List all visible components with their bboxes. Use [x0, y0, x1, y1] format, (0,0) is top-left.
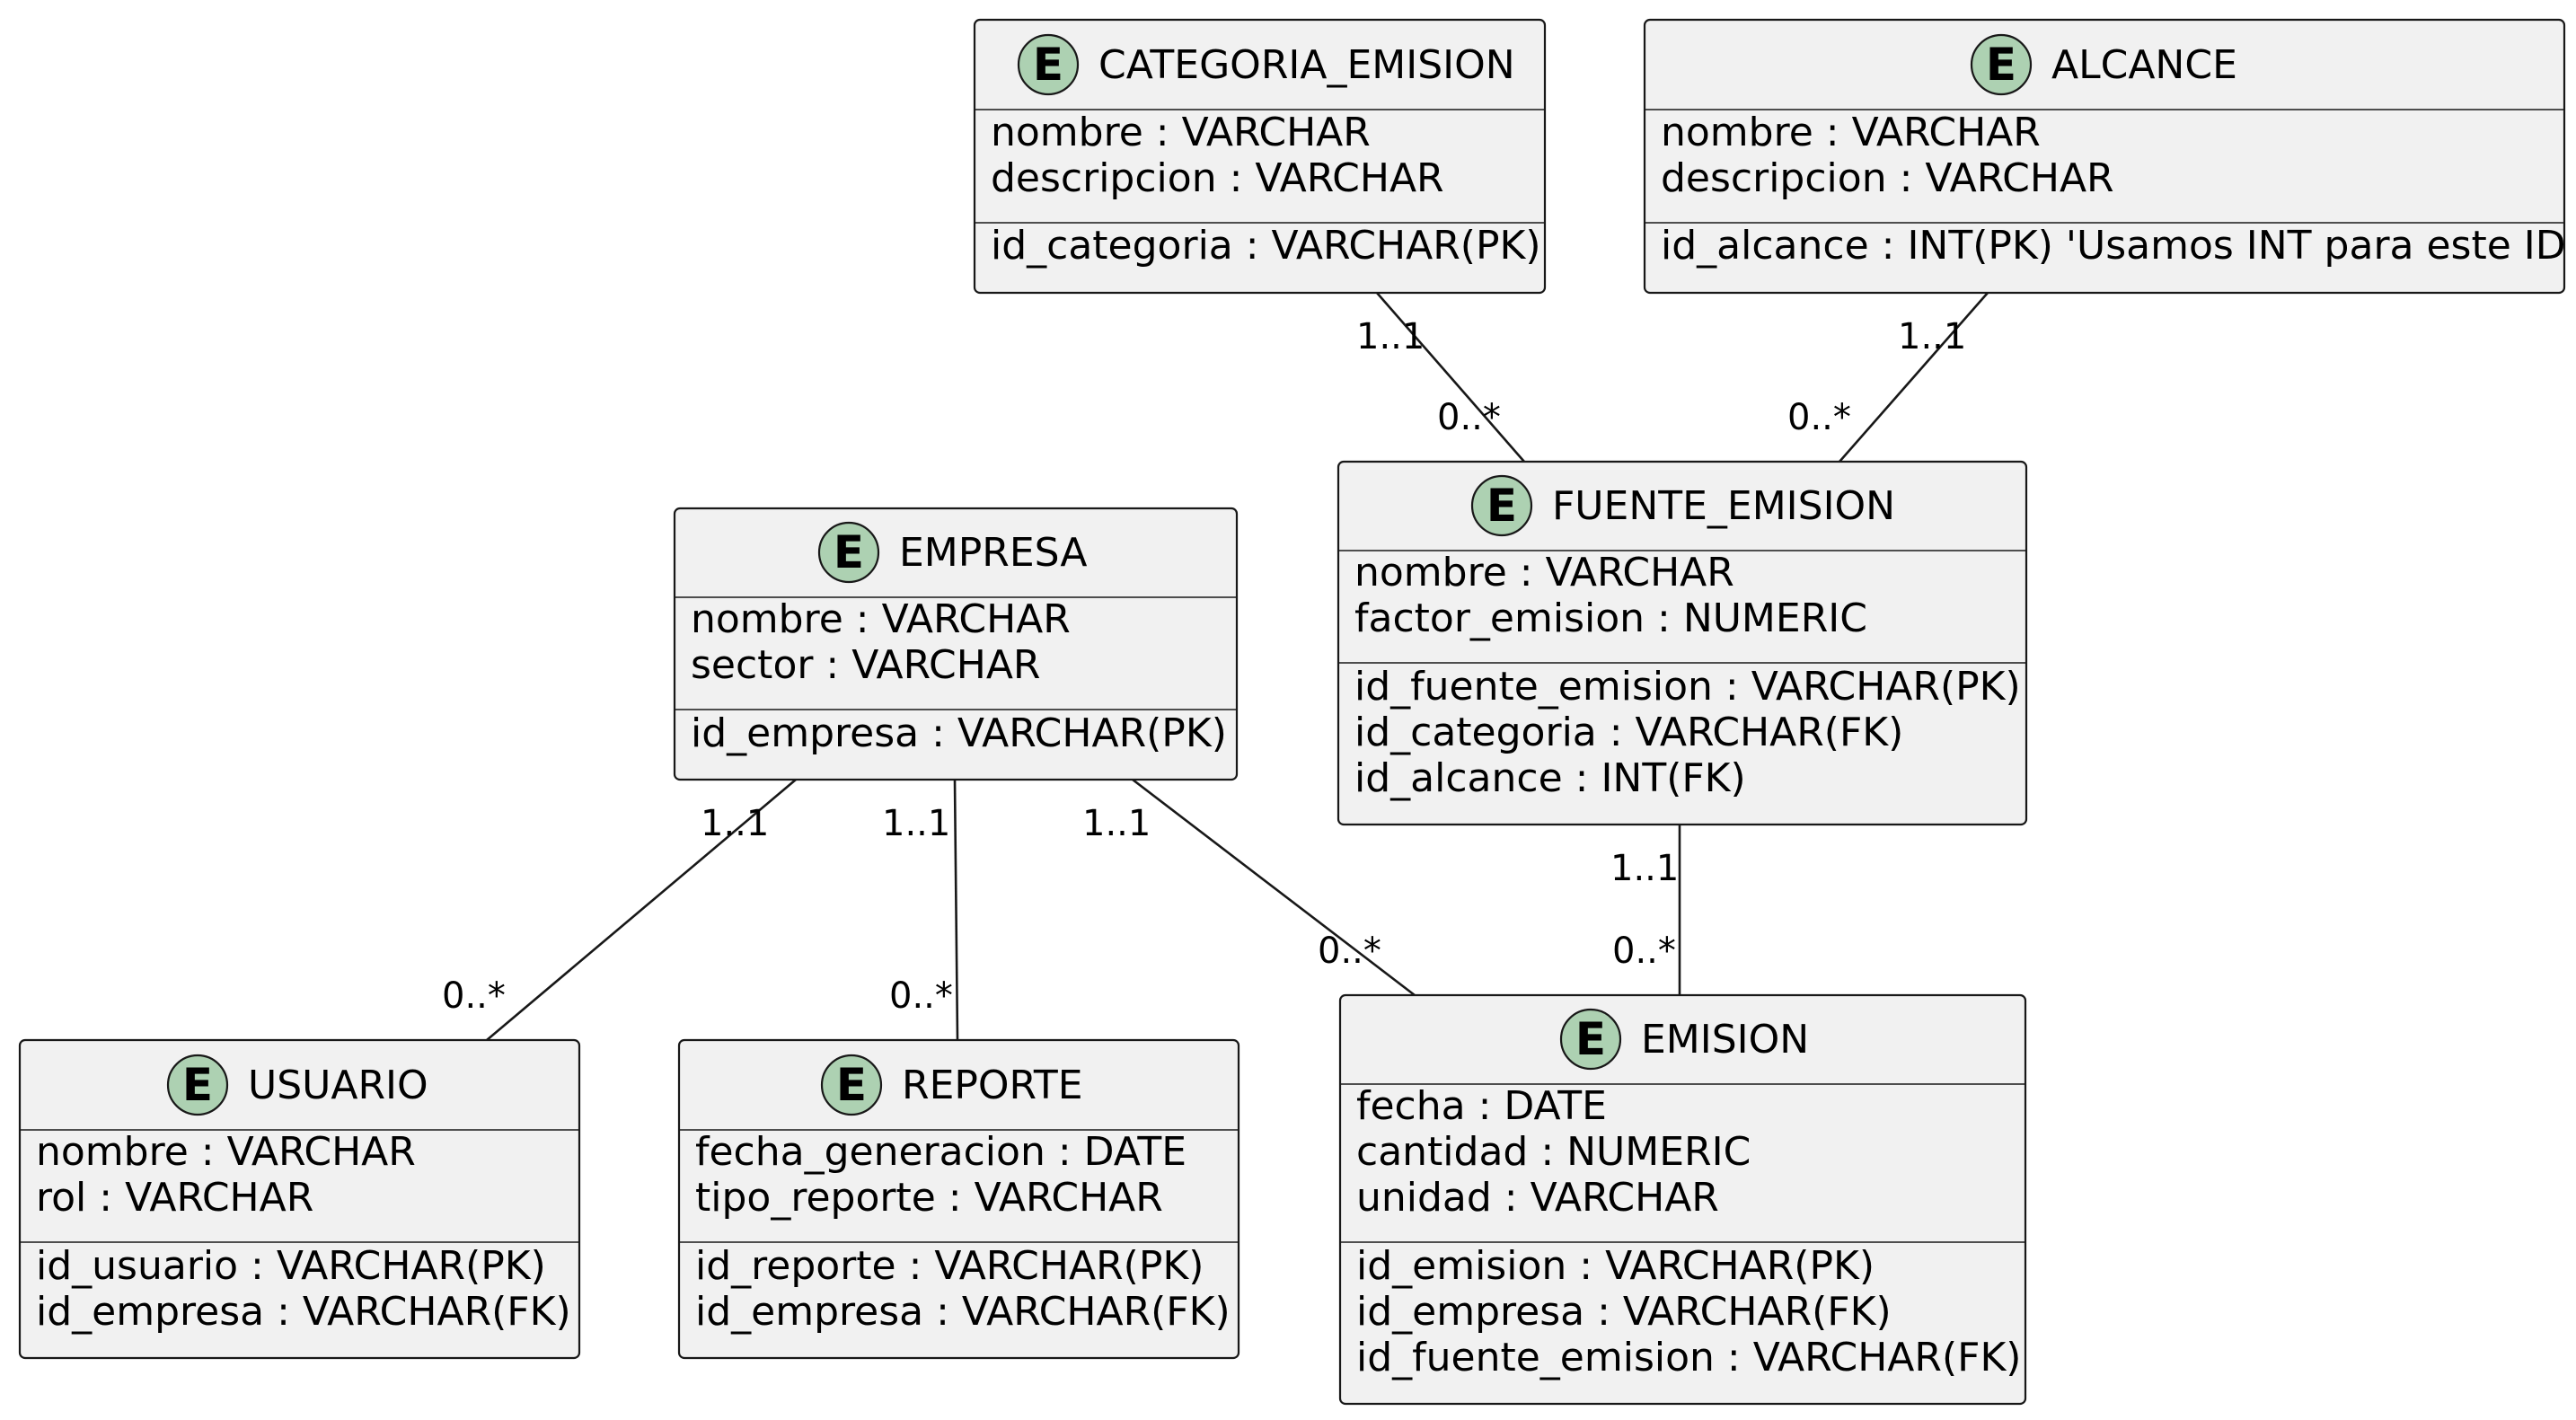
entity-key-attribute: id_fuente_emision : VARCHAR(PK)	[1354, 664, 2021, 710]
relationships-layer: 1..1 0..* 1..1 0..* 1..1 0..* 1..1 0..* 1..1 0..*…	[442, 292, 1989, 1041]
entity-badge-letter: E	[182, 1059, 213, 1111]
entity-attribute: fecha_generacion : DATE	[695, 1129, 1187, 1175]
entity-box	[1643, 18, 2566, 295]
multiplicity-to: 0..*	[442, 975, 506, 1017]
entity-icon: E	[1017, 33, 1080, 96]
entity-box	[18, 1038, 581, 1360]
multiplicity-to: 0..*	[1612, 930, 1676, 972]
relationship-categoria_emision-fuente_emision: 1..1 0..*	[1356, 292, 1525, 463]
entity-key-attribute: id_categoria : VARCHAR(FK)	[1354, 710, 1903, 755]
relationship-alcance-fuente_emision: 1..1 0..*	[1787, 292, 1989, 463]
entity-icon: E	[820, 1054, 883, 1116]
relationship-fuente_emision-emision: 1..1 0..*	[1610, 825, 1681, 995]
entity-box	[1338, 993, 2027, 1406]
entity-key-attribute: id_categoria : VARCHAR(PK)	[991, 223, 1541, 269]
entity-key-attribute: id_emision : VARCHAR(PK)	[1356, 1243, 1875, 1289]
entity-attribute: nombre : VARCHAR	[36, 1129, 416, 1175]
entity-box	[1337, 460, 2028, 826]
relationship-line	[486, 779, 797, 1041]
entity-icon: E	[817, 521, 880, 584]
entity-name: EMPRESA	[899, 530, 1088, 576]
entity-attribute: descripcion : VARCHAR	[1661, 155, 2114, 201]
entity-name: EMISION	[1641, 1017, 1809, 1063]
entity-name: USUARIO	[248, 1063, 428, 1108]
entity-attribute: nombre : VARCHAR	[691, 596, 1071, 642]
relationship-empresa-reporte: 1..1 0..*	[882, 779, 959, 1041]
entity-key-attribute: id_alcance : INT(PK) 'Usamos INT para es…	[1661, 223, 2566, 269]
entity-attribute: nombre : VARCHAR	[1354, 550, 1734, 595]
multiplicity-from: 1..1	[1610, 848, 1679, 889]
entity-attribute: sector : VARCHAR	[691, 642, 1041, 688]
entity-attribute: rol : VARCHAR	[36, 1175, 313, 1221]
multiplicity-to: 0..*	[1318, 930, 1381, 972]
entity-key-attribute: id_reporte : VARCHAR(PK)	[695, 1243, 1204, 1289]
entity-key-attribute: id_empresa : VARCHAR(FK)	[1356, 1289, 1892, 1335]
multiplicity-from: 1..1	[1356, 316, 1425, 357]
entity-attribute: fecha : DATE	[1356, 1083, 1607, 1129]
entity-badge-letter: E	[1575, 1013, 1606, 1065]
multiplicity-from: 1..1	[701, 803, 769, 844]
entity-name: REPORTE	[902, 1063, 1083, 1108]
entity-key-attribute: id_alcance : INT(FK)	[1354, 755, 1746, 801]
entity-attribute: descripcion : VARCHAR	[991, 155, 1444, 201]
entity-name: ALCANCE	[2051, 42, 2237, 88]
entity-key-attribute: id_empresa : VARCHAR(PK)	[691, 710, 1227, 756]
multiplicity-to: 0..*	[889, 975, 953, 1017]
entity-attribute: nombre : VARCHAR	[991, 110, 1371, 155]
entity-icon: E	[166, 1054, 229, 1116]
entity-box	[677, 1038, 1240, 1360]
entity-attribute: factor_emision : NUMERIC	[1354, 595, 1867, 641]
entity-badge-letter: E	[1986, 39, 2016, 91]
entity-badge-letter: E	[834, 526, 864, 578]
multiplicity-from: 1..1	[882, 803, 950, 844]
entity-icon: E	[1470, 474, 1533, 537]
entity-name: FUENTE_EMISION	[1552, 483, 1895, 529]
entity-attribute: unidad : VARCHAR	[1356, 1175, 1719, 1221]
relationship-empresa-usuario: 1..1 0..*	[442, 779, 797, 1041]
multiplicity-to: 0..*	[1787, 397, 1851, 438]
entity-reporte: E REPORTE fecha_generacion : DATEtipo_repo…	[677, 1038, 1240, 1360]
relationship-empresa-emision: 1..1 0..*	[1082, 778, 1416, 997]
entity-box	[973, 18, 1547, 295]
entity-icon: E	[1559, 1008, 1622, 1071]
entity-badge-letter: E	[1486, 480, 1517, 532]
entity-attribute: cantidad : NUMERIC	[1356, 1129, 1751, 1175]
multiplicity-from: 1..1	[1082, 803, 1151, 844]
entity-key-attribute: id_fuente_emision : VARCHAR(FK)	[1356, 1335, 2021, 1380]
entity-key-attribute: id_usuario : VARCHAR(PK)	[36, 1243, 546, 1289]
entity-attribute: tipo_reporte : VARCHAR	[695, 1175, 1163, 1221]
entity-box	[673, 507, 1239, 781]
multiplicity-to: 0..*	[1437, 397, 1501, 438]
entity-key-attribute: id_empresa : VARCHAR(FK)	[36, 1289, 571, 1335]
entity-badge-letter: E	[1033, 39, 1063, 91]
relationship-line	[953, 779, 959, 1041]
entity-name: CATEGORIA_EMISION	[1098, 42, 1515, 88]
relationship-line	[1376, 292, 1525, 463]
relationship-line	[1132, 778, 1416, 997]
relationship-line	[1839, 292, 1989, 463]
entity-icon: E	[1970, 33, 2033, 96]
entity-key-attribute: id_empresa : VARCHAR(FK)	[695, 1289, 1231, 1335]
entity-badge-letter: E	[836, 1059, 867, 1111]
multiplicity-from: 1..1	[1898, 316, 1966, 357]
entity-attribute: nombre : VARCHAR	[1661, 110, 2041, 155]
